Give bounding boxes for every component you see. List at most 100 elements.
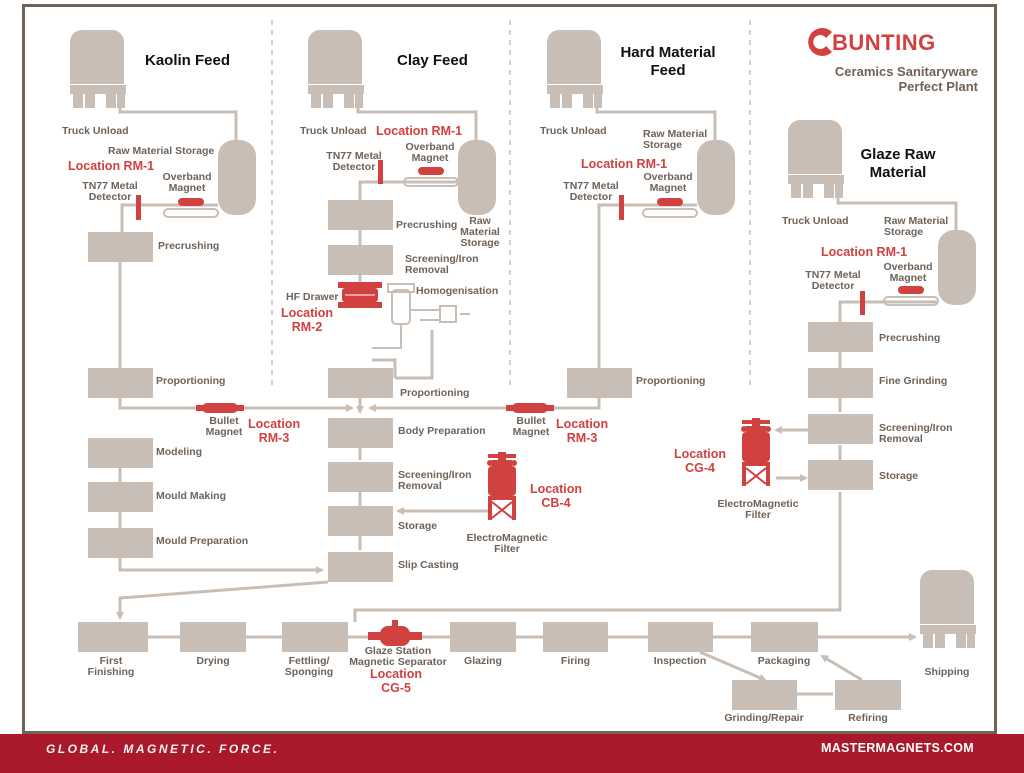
- fettling-label-2: Sponging: [284, 666, 334, 678]
- hard-truck-label: Truck Unload: [540, 125, 607, 137]
- kaolin-location-rm1: Location RM-1: [68, 159, 155, 173]
- kaolin-location-rm3-line2: RM-3: [258, 431, 290, 445]
- bullet-magnet-right-icon: [506, 403, 554, 413]
- glaze-storage-label-1: Raw Material: [884, 215, 949, 227]
- hf-drawer-icon: [338, 282, 382, 308]
- glaze-screening-label-2: Removal: [879, 433, 923, 445]
- glaze-detector-label-2: Detector: [811, 280, 855, 292]
- footer-bar: [0, 734, 1024, 773]
- clay-feed-title: Clay Feed: [397, 52, 468, 69]
- mould-preparation-label: Mould Preparation: [156, 535, 249, 547]
- fettling-label-1: Fettling/: [288, 655, 330, 667]
- clay-location-cb4-line1: Location: [529, 482, 583, 496]
- clay-screening-label-2: Removal: [405, 264, 449, 276]
- hard-material-title-line1: Hard Material: [620, 44, 716, 61]
- glaze-em-filter-label-2: Filter: [745, 509, 771, 521]
- clay-location-rm2-line1: Location: [280, 306, 334, 320]
- footer-url-link[interactable]: MASTERMAGNETS.COM: [820, 741, 974, 755]
- hard-proportioning-label: Proportioning: [636, 375, 706, 387]
- glaze-station-label-1: Glaze Station: [364, 645, 432, 657]
- slip-casting-label: Slip Casting: [398, 559, 459, 571]
- glaze-magnet-label-2: Magnet: [889, 272, 927, 284]
- overband-magnet-kaolin-icon: [163, 197, 219, 218]
- clay-proportioning-label: Proportioning: [400, 387, 470, 399]
- mould-making-label: Mould Making: [156, 490, 226, 502]
- clay-em-filter-label-1: ElectroMagnetic: [466, 532, 548, 544]
- glaze-storage-label-2: Storage: [884, 226, 924, 238]
- clay-storage-label-2: Material: [460, 226, 500, 238]
- kaolin-proportioning-label: Proportioning: [156, 375, 226, 387]
- homogenisation-label: Homogenisation: [416, 285, 499, 297]
- bullet-magnet-right-label-1: Bullet: [516, 415, 546, 427]
- shipping-label: Shipping: [924, 666, 970, 678]
- first-finishing-label-2: Finishing: [87, 666, 135, 678]
- hard-magnet-label-2: Magnet: [649, 182, 687, 194]
- glazing-label: Glazing: [464, 655, 502, 667]
- hard-detector-label-2: Detector: [569, 191, 613, 203]
- truck-glaze-icon: [788, 120, 844, 198]
- kaolin-detector-label-1: TN77 Metal: [82, 180, 138, 192]
- glaze-location-cg4-line1: Location: [673, 447, 727, 461]
- em-filter-clay-icon: [486, 451, 518, 521]
- hard-location-rm1: Location RM-1: [581, 157, 668, 171]
- clay-em-filter-label-2: Filter: [494, 543, 520, 555]
- hard-storage-label-2: Storage: [643, 139, 683, 151]
- glaze-raw-title-line1: Glaze Raw: [860, 146, 936, 163]
- truck-shipping-icon: [920, 570, 976, 648]
- drying-label: Drying: [196, 655, 230, 667]
- feed-lines: [118, 108, 958, 622]
- kaolin-location-rm3-line1: Location: [248, 417, 301, 431]
- silo-clay-icon: [458, 140, 496, 215]
- glaze-location-cg5-line1: Location: [369, 667, 423, 681]
- kaolin-truck-label: Truck Unload: [62, 125, 129, 137]
- first-finishing-label-1: First: [99, 655, 123, 667]
- clay-storage-label-1: Raw: [469, 215, 491, 227]
- bullet-magnet-right-label-2: Magnet: [512, 426, 550, 438]
- body-preparation-label: Body Preparation: [398, 425, 486, 437]
- clay-magnet-label-1: Overband: [405, 141, 455, 153]
- glaze-location-rm1: Location RM-1: [821, 245, 908, 259]
- overband-magnet-hard-icon: [642, 197, 698, 218]
- hard-location-rm3-line2: RM-3: [566, 431, 598, 445]
- truck-hard-icon: [547, 30, 603, 108]
- glaze-screening-label-1: Screening/Iron: [879, 422, 953, 434]
- clay-screening-label-4: Removal: [398, 480, 442, 492]
- silo-glaze-icon: [938, 230, 976, 305]
- clay-location-rm2-line2: RM-2: [291, 320, 323, 334]
- brand-subtitle-line1: Ceramics Sanitaryware: [834, 64, 978, 79]
- glaze-truck-label: Truck Unload: [782, 215, 849, 227]
- clay-detector-label-1: TN77 Metal: [326, 150, 382, 162]
- kaolin-detector-label-2: Detector: [88, 191, 132, 203]
- packaging-label: Packaging: [757, 655, 811, 667]
- truck-kaolin-icon: [70, 30, 126, 108]
- glaze-location-cg4-line2: CG-4: [685, 461, 715, 475]
- bullet-magnet-left-icon: [196, 403, 244, 413]
- clay-location-rm1: Location RM-1: [376, 124, 463, 138]
- kaolin-magnet-label-2: Magnet: [168, 182, 206, 194]
- process-boxes: [78, 200, 901, 710]
- kaolin-magnet-label-1: Overband: [162, 171, 212, 183]
- glaze-magnet-label-1: Overband: [883, 261, 933, 273]
- fine-grinding-label: Fine Grinding: [879, 375, 948, 387]
- kaolin-storage-label: Raw Material Storage: [108, 145, 215, 157]
- bunting-logo-icon: [808, 27, 832, 57]
- glaze-storage-label: Storage: [879, 470, 919, 482]
- firing-label: Firing: [560, 655, 591, 667]
- clay-storage-label: Storage: [398, 520, 438, 532]
- hard-storage-label-1: Raw Material: [643, 128, 708, 140]
- inspection-label: Inspection: [653, 655, 707, 667]
- glaze-location-cg5-line2: CG-5: [381, 681, 411, 695]
- metal-detector-clay-icon: [378, 160, 383, 184]
- hf-drawer-label: HF Drawer: [286, 291, 339, 303]
- hard-magnet-label-1: Overband: [643, 171, 693, 183]
- hard-location-rm3-line1: Location: [556, 417, 609, 431]
- brand-subtitle-line2: Perfect Plant: [898, 79, 978, 94]
- glaze-em-filter-label-1: ElectroMagnetic: [717, 498, 799, 510]
- clay-screening-label-3: Screening/Iron: [398, 469, 472, 481]
- clay-location-cb4-line2: CB-4: [541, 496, 571, 510]
- clay-screening-label-1: Screening/Iron: [405, 253, 479, 265]
- clay-magnet-label-2: Magnet: [411, 152, 449, 164]
- metal-detector-kaolin-icon: [136, 195, 141, 220]
- silo-kaolin-icon: [218, 140, 256, 215]
